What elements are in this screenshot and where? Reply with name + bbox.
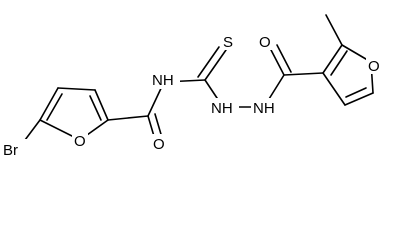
- bond-carbonyl2-o: [269, 47, 285, 76]
- bond-c5-c4-double: [46, 93, 63, 121]
- bond-thiocarbon-s-double: [197, 46, 220, 78]
- bond-c3-c2-double: [89, 95, 102, 121]
- atom-nh-imide: NH: [150, 70, 180, 89]
- atom-o-furan2: O: [366, 56, 382, 75]
- atom-nh-hydrazine2-label: NH: [253, 100, 275, 117]
- atom-nh-imide-label: NH: [152, 72, 174, 89]
- bond-c5-c4: [39, 87, 59, 121]
- molecule-structure: Br O O NH S NH NH O: [2, 14, 382, 159]
- atom-o-furan1-label: O: [74, 133, 86, 150]
- atom-s-thio: S: [221, 32, 235, 51]
- bond-c3-c2r-double: [330, 50, 348, 76]
- bond-layer: [18, 14, 374, 149]
- atom-o-amide1-label: O: [153, 136, 165, 153]
- bond-c2r-methyl: [325, 14, 343, 46]
- bond-c5r-c4r: [344, 92, 374, 106]
- atom-br: Br: [2, 139, 32, 159]
- bond-c4-c3: [57, 87, 96, 91]
- bond-c3-c2: [94, 89, 109, 121]
- atom-o-amide1: O: [151, 134, 167, 153]
- atom-nh-hydrazine2: NH: [251, 98, 281, 117]
- atom-br-label: Br: [3, 142, 18, 159]
- bond-carbonyl2-c3: [283, 72, 324, 76]
- atom-layer: Br O O NH S NH NH O: [2, 32, 382, 159]
- atom-nh-hydrazine1-label: NH: [211, 100, 233, 117]
- bond-c5r-c4r-double: [345, 87, 367, 98]
- atom-nh-hydrazine1: NH: [209, 98, 239, 117]
- atom-o-furan1: O: [72, 131, 88, 150]
- bond-c4r-c3: [322, 72, 346, 106]
- atom-s-thio-label: S: [223, 34, 233, 51]
- atom-o-amide2: O: [257, 32, 273, 51]
- bond-thiocarbon-s: [204, 49, 227, 81]
- atom-o-amide2-label: O: [259, 34, 271, 51]
- bond-c3-c2r: [322, 44, 343, 74]
- bond-c2-carbonyl1: [107, 115, 149, 121]
- atom-o-furan2-label: O: [368, 58, 380, 75]
- bond-carbonyl2-o-double: [276, 44, 292, 73]
